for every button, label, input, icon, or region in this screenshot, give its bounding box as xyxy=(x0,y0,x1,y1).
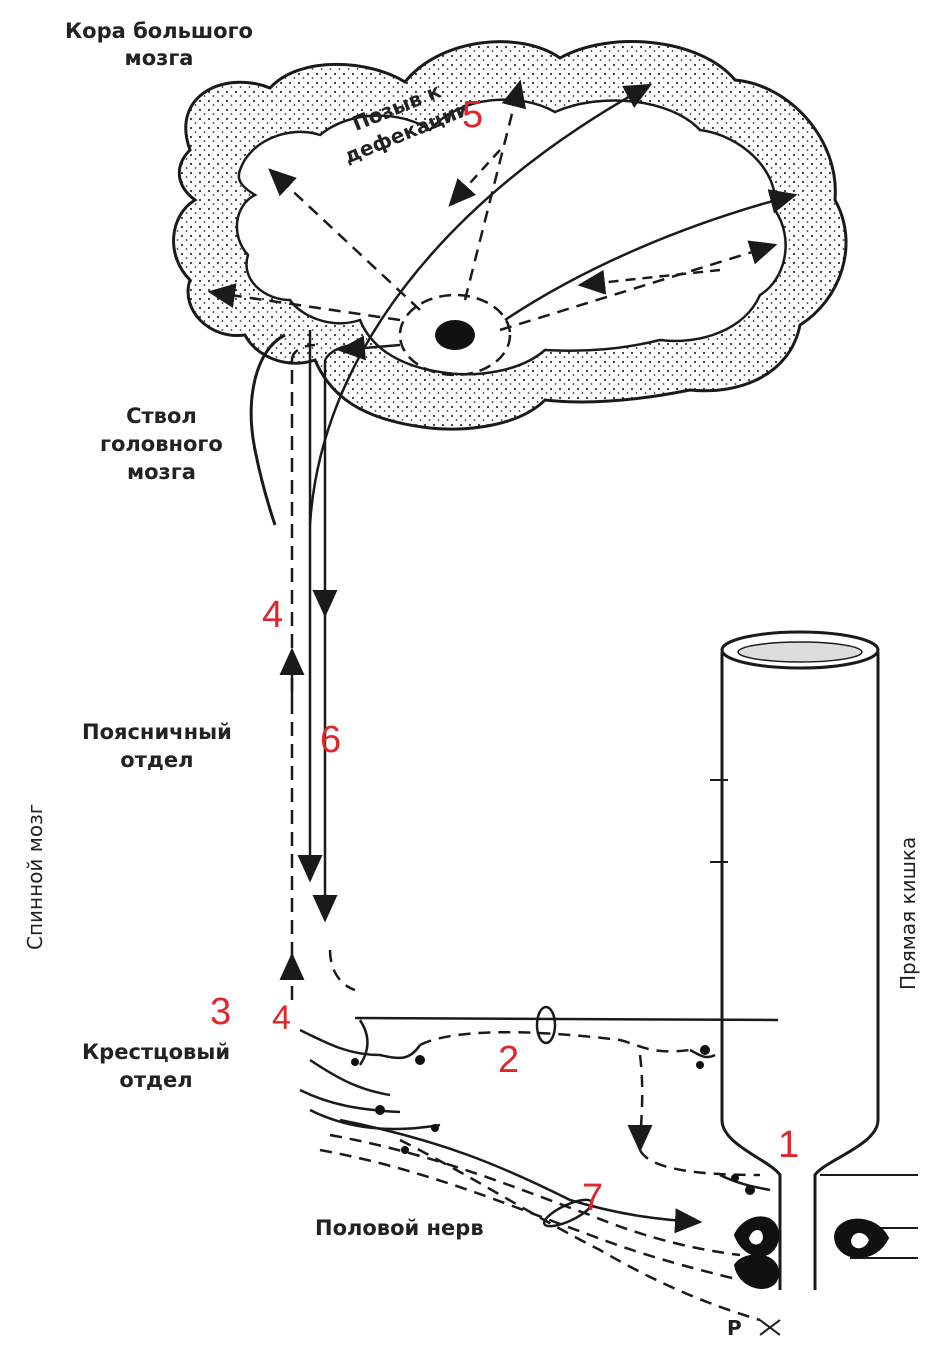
cortex-label: Кора большого мозга xyxy=(65,18,253,72)
marker-2: 2 xyxy=(498,1040,519,1080)
marker-4-lower: 4 xyxy=(272,998,291,1038)
pudendal-label: Половой нерв xyxy=(315,1215,484,1242)
spinal-cord-label: Спинной мозг xyxy=(22,804,49,950)
marker-6: 6 xyxy=(320,720,341,760)
anal-sphincters xyxy=(735,1217,888,1288)
cerebral-cortex xyxy=(174,42,846,430)
brainstem xyxy=(251,335,285,525)
brainstem-label: Ствол головного мозга xyxy=(100,402,223,486)
sacral-nerves xyxy=(300,1007,780,1335)
lumbar-label: Поясничный отдел xyxy=(82,718,232,774)
p-letter-label: P xyxy=(727,1315,742,1342)
rectum-label: Прямая кишка xyxy=(895,837,922,990)
rectum xyxy=(710,632,918,1290)
marker-4-upper: 4 xyxy=(262,595,283,635)
marker-1: 1 xyxy=(778,1125,799,1165)
marker-5: 5 xyxy=(462,95,483,135)
marker-3: 3 xyxy=(210,992,231,1032)
marker-7: 7 xyxy=(582,1178,603,1218)
sacral-label: Крестцовый отдел xyxy=(82,1038,230,1094)
spinal-tracts xyxy=(292,330,400,1000)
